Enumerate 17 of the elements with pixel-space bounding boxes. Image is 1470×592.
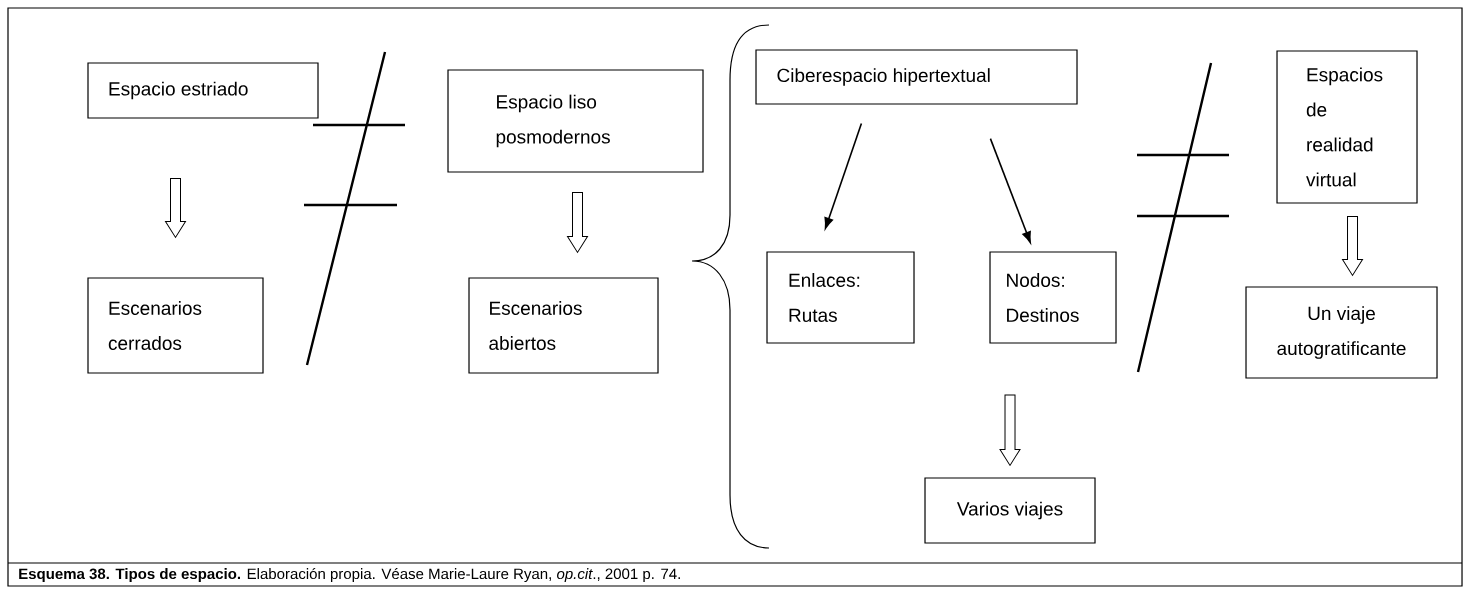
block-arrow (567, 192, 588, 253)
arrow (824, 122, 863, 229)
text-box: Enlaces: Rutas (766, 251, 915, 344)
text-box: Un viaje autogratificante (1245, 286, 1438, 379)
block-arrow (1342, 216, 1363, 276)
text-box: Nodos: Destinos (989, 251, 1117, 344)
text-box: Varios viajes (924, 477, 1096, 544)
text-box: Escenarios abiertos (468, 277, 659, 374)
block-arrow (999, 394, 1021, 466)
caption: Esquema 38. Tipos de espacio. Elaboración propia. Véase Marie-Laure Ryan, op.cit., 2001 p. 74. (19, 567, 680, 583)
text-box: Espacios de realidad virtual (1276, 50, 1418, 204)
arrow (989, 137, 1031, 243)
text-box: Ciberespacio hipertextual (755, 49, 1078, 105)
text-box: Escenarios cerrados (87, 277, 264, 374)
block-arrow (165, 178, 186, 238)
text-box: Espacio liso posmodernos (447, 69, 704, 173)
text-box: Espacio estriado (87, 62, 319, 119)
